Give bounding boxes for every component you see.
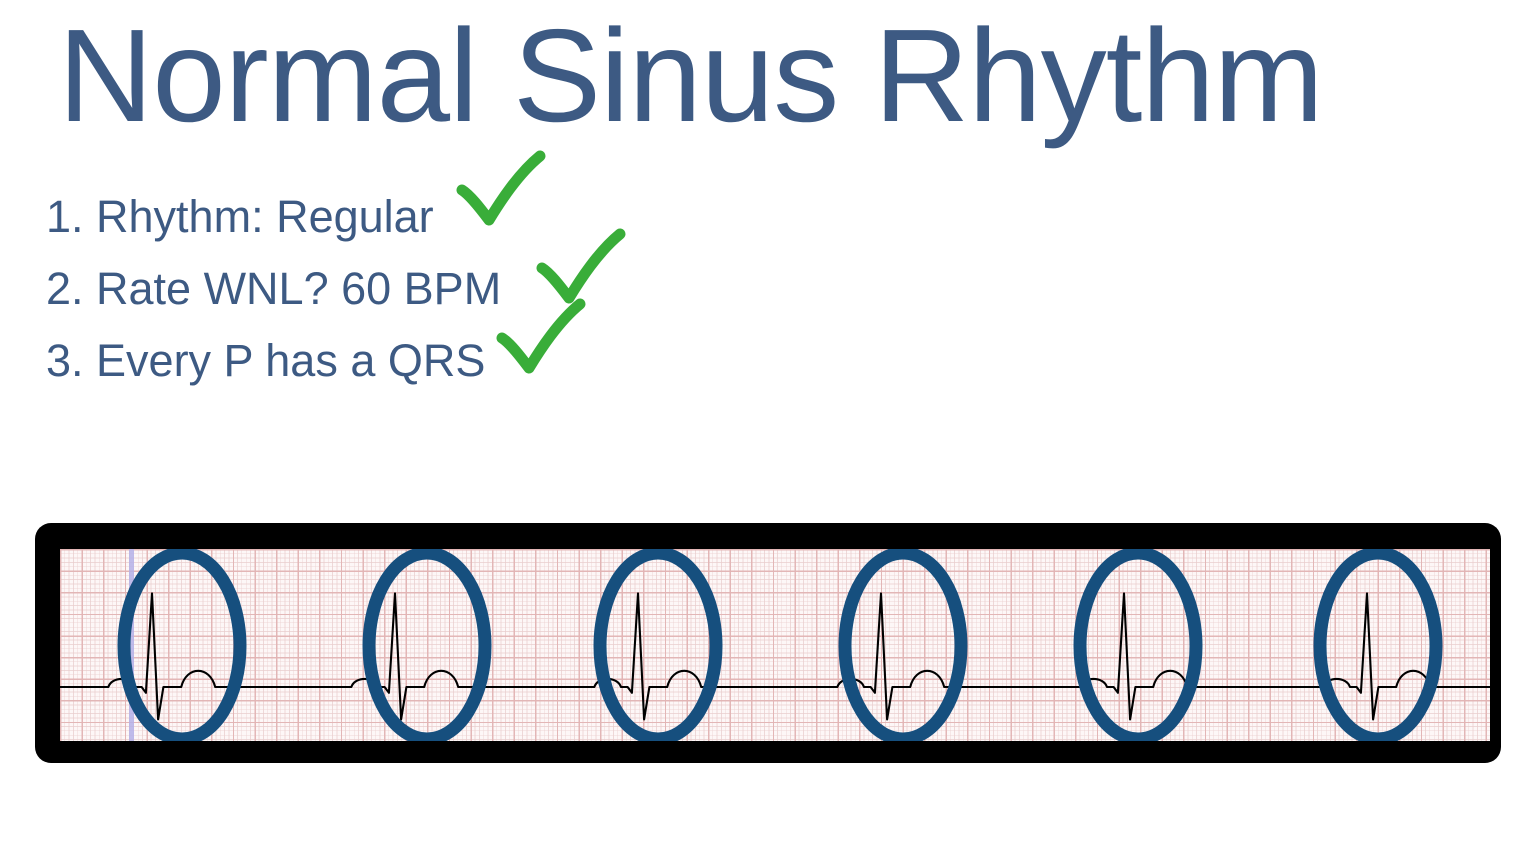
qrs-highlight-ellipse (845, 553, 961, 739)
qrs-highlight-ellipse (1320, 553, 1436, 739)
criteria-label-rate: 2. Rate WNL? 60 BPM (46, 263, 502, 314)
ecg-strip-frame (35, 523, 1501, 763)
criteria-item-p-qrs: 3. Every P has a QRS (46, 298, 946, 402)
qrs-highlight-ellipse (600, 553, 716, 739)
page-title: Normal Sinus Rhythm (58, 2, 1324, 149)
ecg-trace-path (60, 593, 1490, 719)
criteria-label-p-qrs: 3. Every P has a QRS (46, 335, 486, 386)
criteria-item-rhythm: 1. Rhythm: Regular (46, 150, 946, 258)
checkmark-icon-rhythm (456, 150, 551, 239)
criteria-label-rhythm: 1. Rhythm: Regular (46, 191, 434, 242)
qrs-highlight-ellipse (124, 553, 240, 739)
criteria-list: 1. Rhythm: Regular 2. Rate WNL? 60 BPM 3… (46, 150, 946, 402)
qrs-highlight-ellipse (369, 553, 485, 739)
qrs-highlight-ellipse (1080, 553, 1196, 739)
calibration-marker-line (129, 549, 134, 741)
ecg-waveform (60, 549, 1490, 741)
criteria-item-rate: 2. Rate WNL? 60 BPM (46, 228, 946, 330)
ecg-grid-paper (60, 549, 1490, 741)
